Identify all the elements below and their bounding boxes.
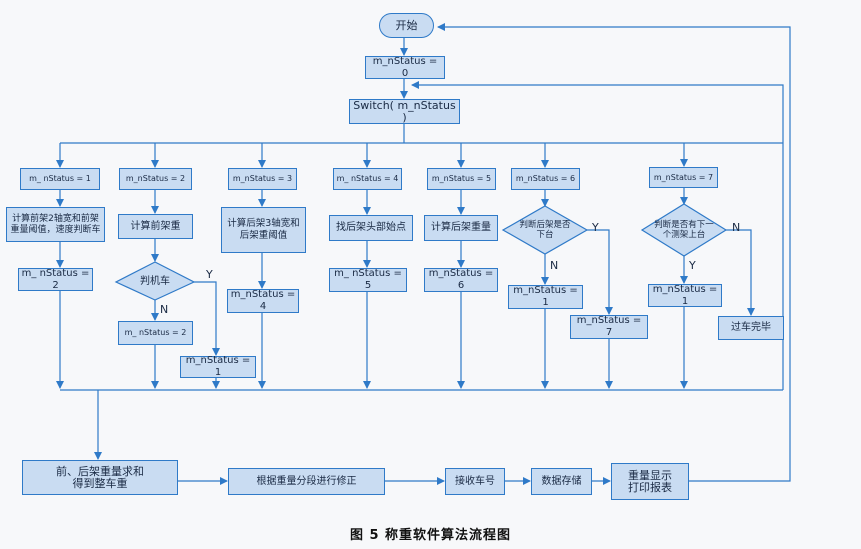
receive-car-number-box: 接收车号 (445, 468, 505, 495)
case-status-3: m_nStatus = 3 (228, 168, 297, 190)
figure-caption: 图 5 称重软件算法流程图 (349, 528, 512, 543)
decision-next-frame-on-diamond (640, 203, 728, 257)
find-rear-head-box: 找后架头部始点 (329, 215, 413, 241)
decision-rear-frame-off-yes-label: Y (592, 221, 599, 234)
set-status-2-no-box: m_ nStatus = 2 (118, 321, 193, 345)
switch-box: Switch( m_nStatus ) (349, 99, 460, 124)
case-status-4: m_ nStatus = 4 (333, 168, 402, 190)
pass-complete-box: 过车完毕 (718, 316, 784, 340)
start-terminator: 开始 (379, 13, 434, 38)
decision-next-frame-on-yes-label: Y (689, 259, 696, 272)
set-status-6-box: m_nStatus = 6 (424, 268, 498, 292)
set-status-1-yes-box: m_nStatus = 1 (180, 355, 256, 378)
case-status-6: m_nStatus = 6 (511, 168, 580, 190)
set-status-7-box: m_nStatus = 7 (570, 315, 648, 339)
decision-locomotive-label: 判机车 (140, 276, 170, 287)
set-status-5-box: m_ nStatus = 5 (329, 268, 407, 292)
decision-rear-frame-off-label: 判断后架是否下台 (519, 220, 571, 240)
decision-locomotive-no-label: N (160, 303, 169, 316)
set-status-1-box-col6: m_nStatus = 1 (508, 285, 583, 309)
compute-front-weight-box: 计算前架重 (118, 214, 193, 239)
compute-rear-weight-box: 计算后架重量 (424, 215, 498, 241)
case-status-5: m_nStatus = 5 (427, 168, 496, 190)
compute-front-frame-box: 计算前架2轴宽和前架重量阈值，速度判断车 (6, 207, 105, 242)
decision-locomotive-diamond (114, 261, 196, 301)
decision-locomotive-yes-label: Y (206, 268, 213, 281)
set-status-1-box-col7: m_nStatus = 1 (648, 284, 722, 307)
set-status-4-box: m_nStatus = 4 (227, 289, 299, 313)
set-status-2-box: m_ nStatus = 2 (18, 268, 93, 291)
case-status-1: m_ nStatus = 1 (20, 168, 100, 190)
decision-rear-frame-off-diamond (501, 205, 589, 255)
compute-rear-frame-box: 计算后架3轴宽和后架重阈值 (221, 207, 306, 253)
case-status-2: m_nStatus = 2 (119, 168, 192, 190)
decision-rear-frame-off-no-label: N (550, 259, 559, 272)
display-print-report-box: 重量显示打印报表 (611, 463, 689, 500)
data-storage-box: 数据存储 (531, 468, 592, 495)
decision-next-frame-on-no-label: N (732, 221, 741, 234)
decision-next-frame-on-label: 判断是否有下一个测架上台 (654, 220, 714, 240)
init-status-box: m_nStatus = 0 (365, 56, 445, 79)
sum-weights-box: 前、后架重量求和得到整车重 (22, 460, 178, 495)
case-status-7: m_nStatus = 7 (649, 167, 718, 188)
segment-correction-box: 根据重量分段进行修正 (228, 468, 385, 495)
